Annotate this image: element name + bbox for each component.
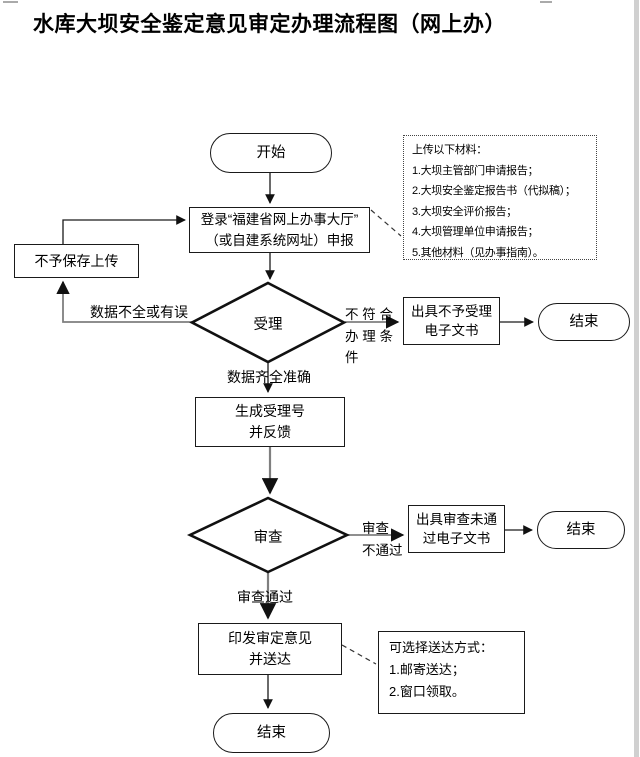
end-node-1: 结束 [538,303,630,341]
start-label: 开始 [256,144,286,161]
login-node: 登录“福建省网上办事大厅” （或自建系统网址）申报 [189,207,370,253]
dashed-link-issue-delivery [341,644,377,665]
dashed-link-login-materials [370,209,402,237]
issue-line2: 并送达 [249,651,291,667]
materials-line: 3.大坝安全评价报告； [412,205,517,218]
materials-line: 1.大坝主管部门申请报告； [412,164,539,177]
label-review-pass: 审查通过 [237,589,293,605]
no-save-node: 不予保存上传 [14,244,139,278]
generate-node: 生成受理号 并反馈 [195,397,345,447]
arrow-accept-to-nosave [56,280,192,323]
review-fail-doc-line1: 出具审查未通 [416,512,497,527]
delivery-line: 1.邮寄送达； [389,662,465,677]
end1-label: 结束 [569,313,599,330]
arrow-nosave-to-login [62,215,186,244]
no-save-label: 不予保存上传 [34,252,119,269]
login-line2: （或自建系统网址）申报 [205,233,354,248]
label-data-incomplete: 数据不全或有误 [90,304,188,320]
delivery-note: 可选择送达方式： 1.邮寄送达； 2.窗口领取。 [378,631,525,714]
reject-doc-node: 出具不予受理 电子文书 [403,297,500,345]
page-edge-strip [634,0,639,757]
materials-line: 上传以下材料： [412,144,487,156]
label-review-fail-2: 不通过 [362,543,403,558]
issue-line1: 印发审定意见 [228,630,312,646]
issue-node: 印发审定意见 并送达 [198,623,342,675]
generate-line1: 生成受理号 [235,403,305,419]
reject-doc-line2: 电子文书 [424,323,479,338]
accept-diamond-shape [189,281,347,364]
delivery-line: 可选择送达方式： [389,640,494,655]
label-review-fail-1: 审查 [362,521,389,536]
review-diamond-shape [186,496,351,574]
review-fail-doc-node: 出具审查未通 过电子文书 [408,505,505,553]
materials-line: 2.大坝安全鉴定报告书（代拟稿）； [412,185,576,197]
materials-line: 5.其他材料（见办事指南）。 [412,246,544,259]
accept-decision-label: 受理 [253,317,283,333]
start-node: 开始 [210,133,332,173]
crop-mark-top-left [3,1,18,3]
page-title: 水库大坝安全鉴定意见审定办理流程图（网上办） [33,12,506,36]
reject-doc-line1: 出具不予受理 [411,304,492,319]
crop-mark-top-right [540,1,552,3]
label-data-complete: 数据齐全准确 [227,369,311,385]
label-not-eligible-1: 不 符 合 [345,307,394,322]
end3-label: 结束 [257,724,286,741]
login-line1: 登录“福建省网上办事大厅” [200,212,359,227]
end-node-2: 结束 [537,511,625,549]
materials-note: 上传以下材料： 1.大坝主管部门申请报告； 2.大坝安全鉴定报告书（代拟稿）； … [403,135,597,260]
generate-line2: 并反馈 [249,424,291,440]
label-not-eligible-2: 办 理 条 [345,329,394,344]
review-fail-doc-line2: 过电子文书 [422,531,491,546]
review-decision-label: 审查 [253,530,283,546]
delivery-line: 2.窗口领取。 [389,684,465,699]
label-not-eligible-3: 件 [345,350,359,365]
end-node-3: 结束 [213,713,330,753]
materials-line: 4.大坝管理单位申请报告； [412,226,539,238]
end2-label: 结束 [566,521,596,538]
